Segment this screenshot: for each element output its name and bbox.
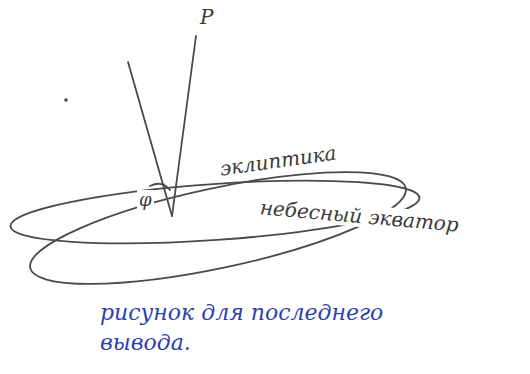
axis-line xyxy=(128,62,172,216)
dot xyxy=(64,98,68,102)
ecliptic-label: эклиптика xyxy=(216,141,339,180)
angle-label: φ xyxy=(137,190,154,210)
pole-line xyxy=(172,36,196,216)
pole-label: P xyxy=(200,6,213,28)
caption: рисунок для последнего вывода. xyxy=(100,298,430,357)
equator-label: небесный экватор xyxy=(257,196,462,236)
